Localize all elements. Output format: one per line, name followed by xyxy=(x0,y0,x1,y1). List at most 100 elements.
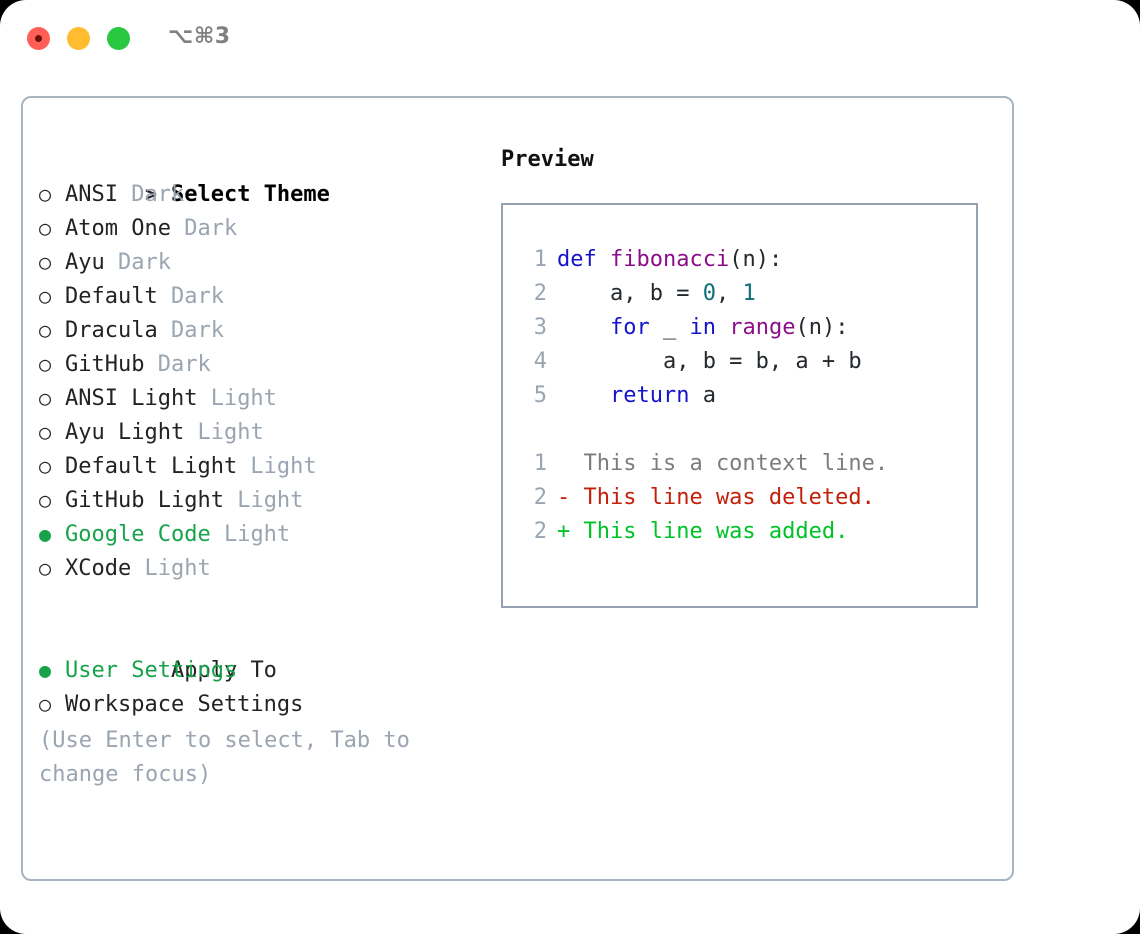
code-line: 1 def fibonacci(n): xyxy=(519,243,888,277)
theme-name: ANSI Light xyxy=(65,386,198,411)
code-token-num: 0 xyxy=(702,281,716,306)
code-token-pl xyxy=(557,383,610,408)
line-number: 2 xyxy=(533,519,547,544)
theme-picker: > Select Theme ○ ANSI Dark ○ Atom One Dark ○ A… xyxy=(39,143,479,721)
theme-variant-badge: Light xyxy=(237,454,317,479)
theme-variant-badge: Light xyxy=(210,522,291,547)
maximize-button[interactable] xyxy=(107,27,130,50)
diff-line-text: - This line was deleted. xyxy=(557,485,875,510)
preview-column: Preview xyxy=(501,143,991,177)
theme-list-item[interactable]: ○ Dracula Dark xyxy=(39,313,479,347)
radio-selected-icon: ● xyxy=(39,522,52,546)
code-token-pl xyxy=(557,315,610,340)
theme-name: ANSI xyxy=(65,182,118,207)
line-number: 2 xyxy=(533,485,547,510)
code-token-pl: , xyxy=(715,281,743,306)
theme-list-item[interactable]: ○ Default Dark xyxy=(39,279,479,313)
code-line-text: a, b = b, a + b xyxy=(557,345,862,379)
theme-name: Dracula xyxy=(65,318,158,343)
theme-list-item[interactable]: ○ GitHub Light Light xyxy=(39,483,479,517)
theme-list-item[interactable]: ○ ANSI Dark xyxy=(39,177,479,211)
preview-heading: Preview xyxy=(501,147,594,172)
code-line-text: for _ in range(n): xyxy=(557,311,848,345)
apply-to-label: User Settings xyxy=(65,658,238,683)
theme-picker-heading-label: Select Theme xyxy=(170,182,330,207)
minimize-button[interactable] xyxy=(67,27,90,50)
radio-unselected-icon: ○ xyxy=(39,386,52,410)
theme-name: Default xyxy=(65,284,158,309)
close-icon xyxy=(35,35,42,42)
code-line-text: def fibonacci(n): xyxy=(557,243,782,277)
radio-unselected-icon: ○ xyxy=(39,216,52,240)
code-token-kw: return xyxy=(609,383,690,408)
code-token-pl xyxy=(716,315,729,340)
code-token-pl: (n): xyxy=(729,247,783,272)
theme-variant-badge: Dark xyxy=(117,182,185,207)
theme-list-item[interactable]: ○ Ayu Light Light xyxy=(39,415,479,449)
close-button[interactable] xyxy=(27,27,50,50)
radio-selected-icon: ● xyxy=(39,658,52,682)
theme-variant-badge: Dark xyxy=(104,250,171,275)
theme-list-item[interactable]: ○ ANSI Light Light xyxy=(39,381,479,415)
code-token-fn: range xyxy=(729,315,796,340)
theme-picker-heading: > Select Theme xyxy=(39,143,479,207)
diff-line-text: This is a context line. xyxy=(557,451,889,476)
diff-line: 1 This is a context line. xyxy=(519,447,888,481)
code-token-kw: in xyxy=(689,315,716,340)
code-token-pl: a, b = b, a + b xyxy=(557,349,862,374)
theme-variant-badge: Light xyxy=(197,386,277,411)
code-token-kw: for xyxy=(609,315,650,340)
code-token-pl: _ xyxy=(649,315,690,340)
apply-to-item[interactable]: ● User Settings xyxy=(39,653,479,687)
radio-unselected-icon: ○ xyxy=(39,182,52,206)
preview-section-gap xyxy=(519,413,888,447)
code-token-num: 1 xyxy=(742,281,756,306)
theme-variant-badge: Light xyxy=(131,556,211,581)
theme-variant-badge: Dark xyxy=(144,352,211,377)
radio-unselected-icon: ○ xyxy=(39,318,52,342)
apply-to-label: Workspace Settings xyxy=(65,692,304,717)
theme-list-item[interactable]: ○XCode Light xyxy=(39,551,479,585)
code-line-text: return a xyxy=(557,379,716,413)
radio-unselected-icon: ○ xyxy=(39,420,52,444)
theme-name: Atom One xyxy=(65,216,171,241)
theme-name: Ayu Light xyxy=(65,420,185,445)
apply-to-heading-label: Apply To xyxy=(170,658,277,683)
shortcut-label: ⌥⌘3 xyxy=(168,24,231,49)
radio-unselected-icon: ○ xyxy=(39,250,52,274)
radio-unselected-icon: ○ xyxy=(39,284,52,308)
line-number: 5 xyxy=(533,383,547,408)
list-spacer xyxy=(39,585,479,619)
prompt-caret-icon: > xyxy=(144,182,158,206)
code-line: 3 for _ in range(n): xyxy=(519,311,888,345)
theme-list-item[interactable]: ● Google Code Light xyxy=(39,517,479,551)
apply-to-list: ● User Settings ○ Workspace Settings xyxy=(39,653,479,721)
theme-variant-badge: Light xyxy=(223,488,304,513)
code-token-pl: a, b = xyxy=(557,281,703,306)
theme-list-item[interactable]: ○ Ayu Dark xyxy=(39,245,479,279)
theme-list-item[interactable]: ○Default Light Light xyxy=(39,449,479,483)
line-number: 4 xyxy=(533,349,547,374)
theme-list-item[interactable]: ○ Atom One Dark xyxy=(39,211,479,245)
theme-variant-badge: Dark xyxy=(157,284,224,309)
theme-list-item[interactable]: ○ GitHub Dark xyxy=(39,347,479,381)
theme-name: Google Code xyxy=(65,522,211,547)
code-token-pl: (n): xyxy=(795,315,849,340)
theme-name: GitHub xyxy=(65,352,145,377)
line-number: 2 xyxy=(533,281,547,306)
theme-variant-badge: Light xyxy=(184,420,264,445)
line-number: 1 xyxy=(533,247,547,272)
code-line-text: a, b = 0, 1 xyxy=(557,277,756,311)
theme-name: Ayu xyxy=(65,250,105,275)
theme-name: GitHub Light xyxy=(65,488,224,513)
radio-unselected-icon: ○ xyxy=(39,352,52,376)
theme-variant-badge: Dark xyxy=(170,216,238,241)
apply-to-item[interactable]: ○ Workspace Settings xyxy=(39,687,479,721)
radio-unselected-icon: ○ xyxy=(39,488,52,512)
code-token-kw: def xyxy=(557,247,610,272)
radio-unselected-icon: ○ xyxy=(39,692,52,716)
code-line: 4 a, b = b, a + b xyxy=(519,345,888,379)
theme-variant-badge: Dark xyxy=(157,318,224,343)
